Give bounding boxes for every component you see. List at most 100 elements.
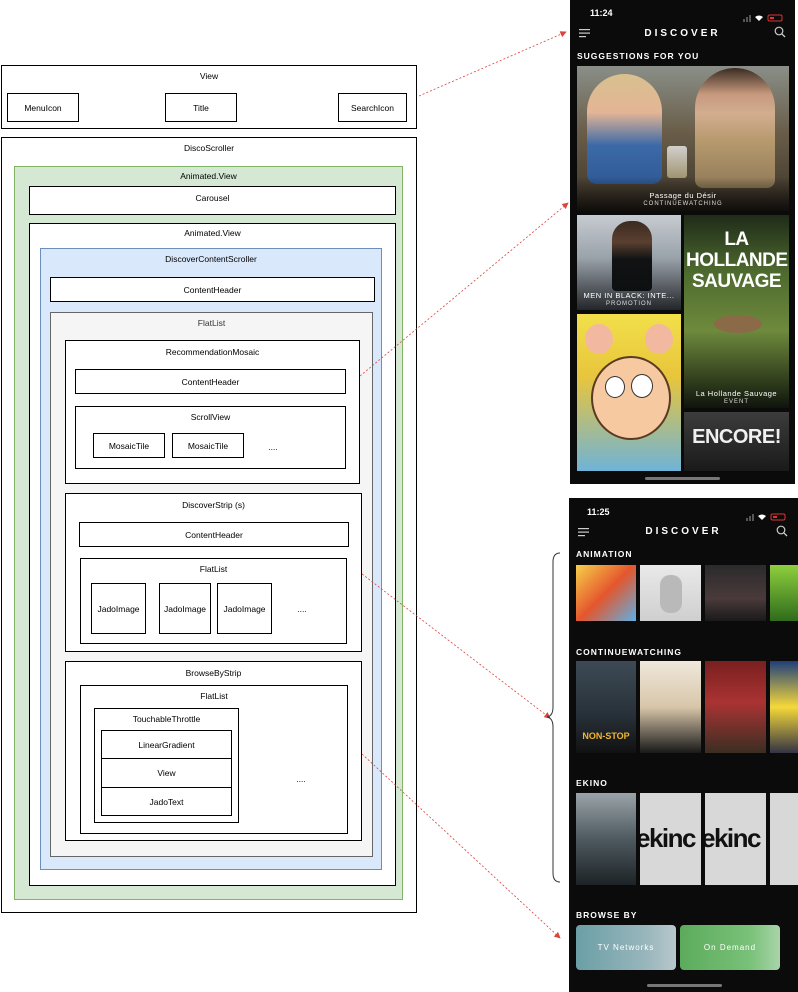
jado-image-box: JadoImage [91,583,146,634]
browse-flatlist-box: FlatList [80,685,348,834]
discover-strip-label: DiscoverStrip (s) [182,500,245,510]
strip-flatlist-box: FlatList [80,558,347,644]
touchable-throttle-label: TouchableThrottle [132,714,201,724]
connector-header-to-nav [418,31,567,97]
mib-figure [612,221,652,291]
hero-caption-shade [577,177,789,211]
poster-animation-2[interactable] [640,565,701,621]
mib-subtitle: PROMOTION [606,301,652,307]
view-box: View [101,758,232,788]
screen-title: DISCOVER [645,526,722,537]
tv-networks-label: TV Networks [597,943,655,952]
non-stop-text: NON-STOP [582,731,630,741]
poster-non-stop[interactable]: NON-STOP [576,661,636,753]
hero-person-left [587,74,662,184]
poster-kino-2[interactable]: ekinc [705,793,766,885]
strip-flatlist-label: FlatList [199,564,228,574]
browse-flatlist-label: FlatList [200,691,228,701]
tile-rugrats[interactable] [577,314,681,471]
hero-glass [667,146,687,178]
kino-text-1: ekinc [640,823,697,853]
section-continuewatching: CONTINUEWATCHING [576,647,683,657]
mib-caption: MEN IN BLACK: INTE... PROMOTION [577,291,681,307]
pet-figure [660,575,682,613]
browse-on-demand-button[interactable]: On Demand [680,925,780,970]
browse-by-strip-label: BrowseByStrip [185,668,242,678]
disco-scroller-label: DiscoScroller [183,143,235,153]
screen-title: DISCOVER [644,28,721,39]
hollande-hare [714,315,762,333]
section-suggestions: SUGGESTIONS FOR YOU [577,51,700,61]
hollande-caption: La Hollande Sauvage EVENT [684,389,789,405]
title-box: Title [165,93,237,122]
hamburger-menu-icon[interactable] [579,28,591,38]
search-icon[interactable] [776,525,788,537]
mosaic-tile-box: MosaicTile [93,433,165,458]
carousel-box: Carousel [29,186,396,215]
search-icon[interactable] [774,26,786,38]
poster-continue-4[interactable] [770,661,798,753]
poster-kino-1[interactable]: ekinc [640,793,701,885]
recommendation-mosaic-box: RecommendationMosaic [65,340,360,484]
browse-tv-networks-button[interactable]: TV Networks [576,925,676,970]
search-icon-box: SearchIcon [338,93,407,122]
rugrats-eye-left [605,376,625,398]
poster-continue-2[interactable] [640,661,701,753]
poster-animation-4[interactable] [770,565,798,621]
poster-animation-1[interactable] [576,565,636,621]
section-animation: ANIMATION [576,549,633,559]
touchable-throttle-box: TouchableThrottle [94,708,239,823]
tile-la-hollande-sauvage[interactable]: LA HOLLANDE SAUVAGE La Hollande Sauvage … [684,215,789,408]
mosaic-content-header-box: ContentHeader [75,369,346,394]
animated-view-outer-label: Animated.View [180,171,237,181]
status-icons [746,508,788,521]
carousel-label: Carousel [195,193,230,203]
browse-by-strip-box: BrowseByStrip [65,661,362,841]
poster-kino-3[interactable] [770,793,798,885]
recommendation-mosaic-label: RecommendationMosaic [165,347,260,357]
hamburger-menu-icon[interactable] [578,527,590,537]
header-view-box: View [1,65,417,129]
tile-encore[interactable]: ENCORE! [684,412,789,471]
poster-animation-3[interactable] [705,565,766,621]
on-demand-label: On Demand [703,943,757,952]
strip-more-ellipsis: .... [297,604,307,614]
discover-content-scroller-label: DiscoverContentScroller [165,254,257,264]
linear-gradient-box: LinearGradient [101,730,232,759]
kino-text-2: ekinc [705,823,762,853]
content-header-box: ContentHeader [50,277,375,302]
discover-strip-box: DiscoverStrip (s) [65,493,362,652]
animated-view-inner-label: Animated.View [184,228,241,238]
mib-title: MEN IN BLACK: INTE... [583,291,675,300]
signal-wifi-battery-icon [743,14,783,22]
section-ekino: EKINO [576,778,608,788]
phone-screenshot-suggestions: 11:24 DISCOVER SUGGESTIONS FOR YOU Passa… [570,0,795,484]
phone-screenshot-strips: 11:25 DISCOVER ANIMATION CONTINUEWATCHIN… [569,498,798,992]
flatlist-label: FlatList [197,318,226,328]
hero-tile-passage-du-desir[interactable]: Passage du Désir CONTINUEWATCHING [577,66,789,211]
poster-continue-3[interactable] [705,661,766,753]
encore-text: ENCORE! [692,426,781,448]
tile-men-in-black[interactable]: MEN IN BLACK: INTE... PROMOTION [577,215,681,310]
poster-fantastic-beasts[interactable] [576,793,636,885]
scrollview-label: ScrollView [190,412,231,422]
jado-image-box: JadoImage [159,583,211,634]
status-time: 11:24 [590,8,613,18]
disco-scroller-box: DiscoScroller [1,137,417,913]
home-indicator [647,984,722,987]
browse-more-ellipsis: .... [296,774,306,784]
jado-text-box: JadoText [101,787,232,816]
scrollview-box: ScrollView [75,406,346,469]
hero-person-right [695,68,775,188]
rugrats-baby-right [645,324,673,354]
rugrats-baby-left [585,324,613,354]
hero-title: Passage du Désir [649,191,717,200]
hollande-poster-text: LA HOLLANDE SAUVAGE [686,229,788,292]
home-indicator [645,477,720,480]
rugrats-face [591,356,671,440]
hero-subtitle: CONTINUEWATCHING [643,201,723,207]
jado-image-box: JadoImage [217,583,272,634]
status-icons [743,9,785,22]
rugrats-eye-right [631,374,653,398]
mosaic-more-ellipsis: .... [268,442,278,452]
